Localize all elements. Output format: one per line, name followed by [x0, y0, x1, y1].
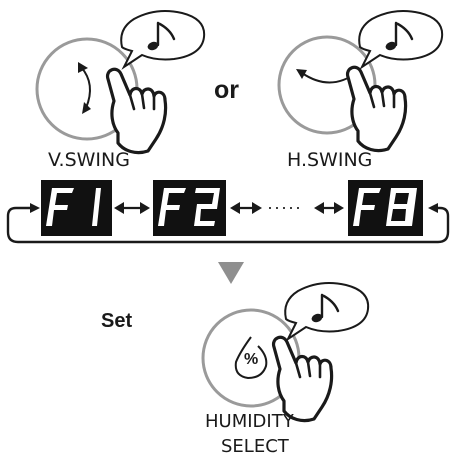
bidirectional-arrow-icon	[114, 202, 150, 214]
pointing-hand-icon	[271, 335, 334, 423]
display-code-f8: F8	[0, 0, 423, 236]
bidirectional-arrow-icon	[314, 202, 344, 214]
display-code-text: F1	[0, 0, 2, 1]
loop-arrow-left-icon	[30, 203, 40, 213]
pointing-hand-icon	[345, 65, 408, 153]
beep-bubble-left	[119, 9, 206, 69]
down-triangle-icon	[218, 262, 244, 284]
humidity-label-line2: SELECT	[221, 436, 290, 457]
v-swing-label: V.SWING	[48, 149, 130, 171]
display-sequence: F1 F2 ·····	[0, 0, 450, 244]
h-swing-label: H.SWING	[287, 149, 372, 171]
percent-symbol: %	[244, 351, 258, 368]
or-connector: or	[214, 76, 239, 104]
water-drop-icon: %	[234, 336, 268, 380]
beep-bubble-humidity	[284, 281, 370, 341]
music-note-icon	[119, 9, 206, 69]
humidity-label-line1: HUMIDITY	[205, 411, 295, 432]
display-code-f2: F2	[0, 0, 226, 236]
beep-bubble-right	[358, 9, 444, 69]
set-step-label: Set	[101, 310, 132, 332]
vertical-swing-arrow-icon	[78, 62, 91, 114]
loop-arrow-right-icon	[428, 203, 438, 213]
bidirectional-arrow-icon	[230, 202, 262, 214]
music-note-icon	[284, 281, 370, 341]
display-code-text: F2	[0, 0, 2, 1]
music-note-icon	[358, 9, 444, 69]
loop-line	[6, 206, 450, 244]
ellipsis: ·····	[267, 197, 302, 217]
display-code-f1: F1	[0, 0, 112, 236]
display-code-text: F8	[0, 0, 2, 1]
